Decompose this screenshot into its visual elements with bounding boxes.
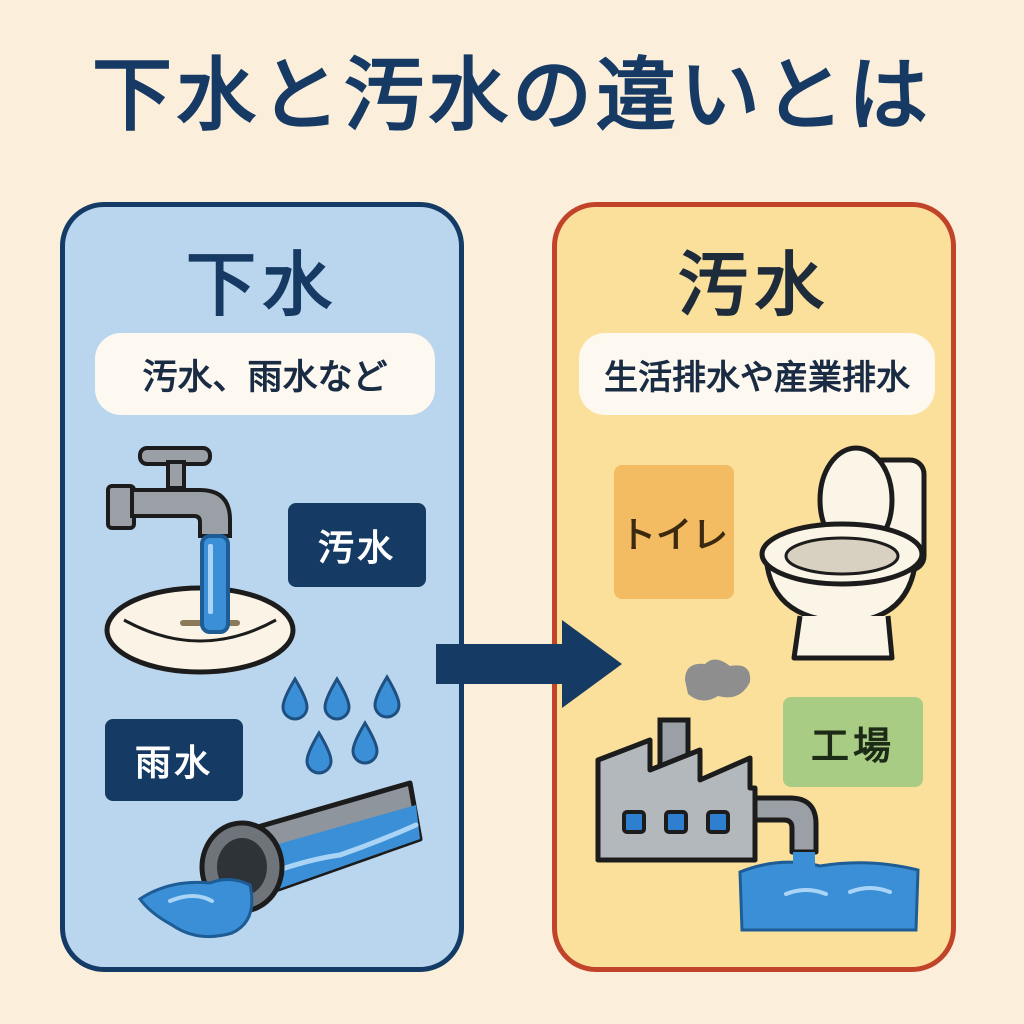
sewage-heading: 下水 bbox=[186, 244, 338, 326]
wastewater-tag: 汚水 bbox=[288, 503, 426, 587]
wastewater-heading: 汚水 bbox=[678, 244, 830, 326]
drain-pipe-icon bbox=[137, 780, 423, 939]
arrow-right-icon bbox=[436, 620, 622, 708]
sewage-panel: 下水 汚水、雨水など 汚水 雨水 bbox=[60, 202, 464, 972]
toilet-tag: トイレ bbox=[614, 465, 734, 599]
factory-tag: 工場 bbox=[783, 697, 923, 787]
sewage-subtitle: 汚水、雨水など bbox=[95, 333, 435, 415]
toilet-icon bbox=[759, 445, 927, 661]
faucet-sink-icon bbox=[104, 446, 296, 675]
raindrops-icon bbox=[281, 674, 401, 775]
wastewater-subtitle: 生活排水や産業排水 bbox=[579, 333, 935, 415]
page-title: 下水と汚水の違いとは bbox=[92, 49, 932, 142]
rainwater-tag: 雨水 bbox=[105, 719, 243, 801]
factory-icon bbox=[595, 659, 920, 932]
